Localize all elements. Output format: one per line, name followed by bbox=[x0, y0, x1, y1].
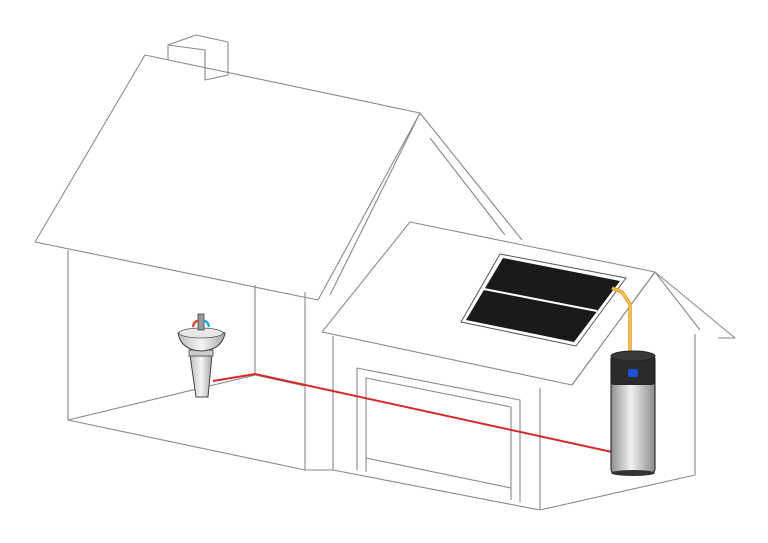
main-house bbox=[34, 34, 523, 471]
hot-tap-icon bbox=[191, 319, 199, 328]
garage bbox=[305, 221, 736, 511]
cold-tap-icon bbox=[203, 319, 211, 328]
water-heater-tank bbox=[610, 350, 656, 476]
main-roof bbox=[34, 54, 421, 301]
front-wall bbox=[67, 250, 306, 471]
solar-loop-pipe bbox=[611, 286, 632, 352]
chimney bbox=[167, 34, 229, 81]
solar-panel bbox=[460, 253, 627, 347]
faucet bbox=[197, 313, 205, 331]
garage-door bbox=[356, 367, 521, 502]
hot-water-pipe bbox=[212, 372, 613, 453]
tank-indicator-light bbox=[628, 369, 638, 377]
pedestal-sink bbox=[177, 313, 226, 398]
